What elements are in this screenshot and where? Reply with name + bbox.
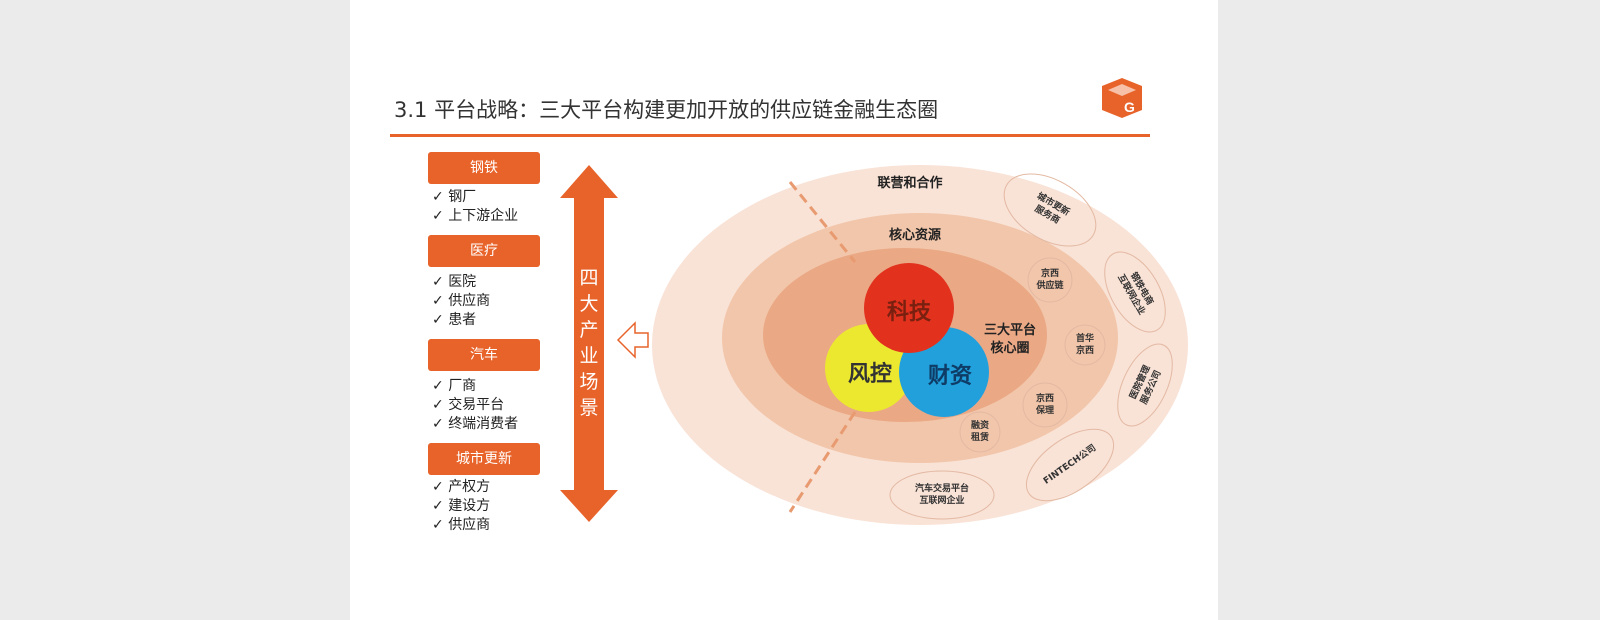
inner-node: 京西供应链 xyxy=(1036,269,1064,291)
list-item: ✓ 钢厂 xyxy=(432,189,477,205)
risk-label: 风控 xyxy=(847,362,892,387)
outer-ring-label: 联营和合作 xyxy=(877,176,943,191)
double-arrow xyxy=(560,165,618,522)
middle-ring-label: 核心资源 xyxy=(888,228,941,243)
tech-label: 科技 xyxy=(886,300,931,325)
title-divider xyxy=(390,134,1150,137)
list-item: ✓ 供应商 xyxy=(432,293,491,309)
list-item: ✓ 厂商 xyxy=(432,378,477,394)
list-item: ✓ 终端消费者 xyxy=(432,416,519,432)
list-item: ✓ 产权方 xyxy=(432,479,491,495)
tech-circle xyxy=(864,263,954,353)
svg-text:G: G xyxy=(1124,99,1135,115)
list-item: ✓ 交易平台 xyxy=(432,397,505,413)
inner-node: 京西保理 xyxy=(1035,394,1054,416)
slide-title: 3.1 平台战略：三大平台构建更加开放的供应链金融生态圈 xyxy=(394,98,939,122)
diagram-graphics xyxy=(560,165,1188,525)
company-logo: G xyxy=(1102,78,1142,118)
slide: 3.1 平台战略：三大平台构建更加开放的供应链金融生态圈 G 钢铁 ✓ 钢厂 ✓… xyxy=(350,0,1218,620)
industry-urban: 城市更新 xyxy=(428,443,540,475)
industry-medical: 医疗 xyxy=(428,235,540,267)
four-industries-label: 四大产业场景 xyxy=(579,267,599,419)
list-item: ✓ 医院 xyxy=(432,274,477,290)
outer-node: 汽车交易平台互联网企业 xyxy=(914,484,969,506)
inner-node: 融资租赁 xyxy=(970,421,989,443)
hollow-arrow-left xyxy=(616,321,649,359)
list-item: ✓ 供应商 xyxy=(432,517,491,533)
list-item: ✓ 上下游企业 xyxy=(432,208,519,224)
inner-node: 首华京西 xyxy=(1075,334,1094,356)
industry-steel: 钢铁 xyxy=(428,152,540,184)
list-item: ✓ 建设方 xyxy=(432,498,491,514)
capital-label: 财资 xyxy=(927,364,972,389)
inner-ring-label: 三大平台核心圈 xyxy=(983,323,1036,356)
list-item: ✓ 患者 xyxy=(432,312,477,328)
industry-auto: 汽车 xyxy=(428,339,540,371)
